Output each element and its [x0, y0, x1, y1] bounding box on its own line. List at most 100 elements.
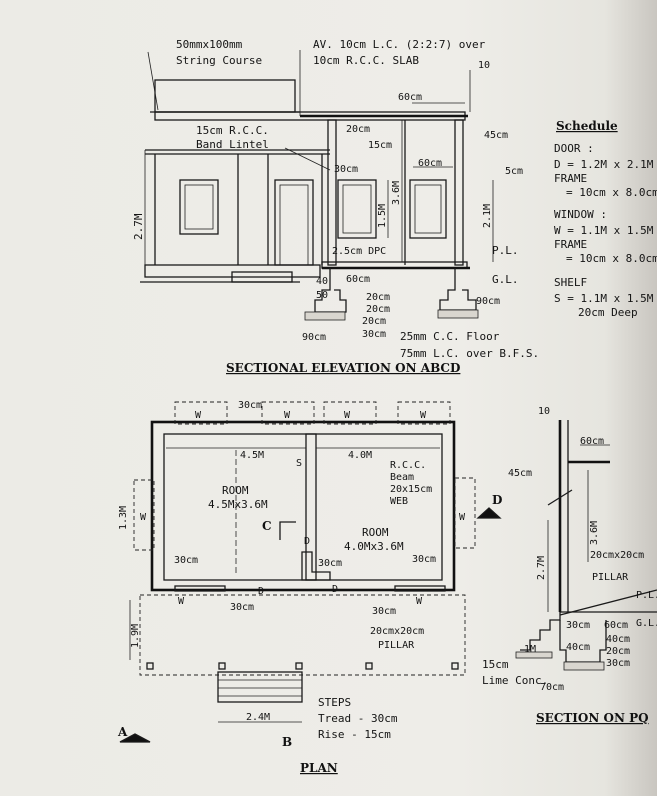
pillar	[365, 662, 373, 670]
title-sectional-elevation: SECTIONAL ELEVATION ON ABCD	[226, 361, 460, 375]
plan-dim-30cm-b: 30cm	[318, 558, 342, 569]
dim-f60: 60cm	[346, 274, 370, 285]
sectional-elevation: 50mmx100mm String Course AV. 10cm L.C. (…	[132, 38, 539, 375]
pq-pillar-label: PILLAR	[592, 572, 629, 583]
plan-dim-30cm-e: 30cm	[372, 606, 396, 617]
plan-section-c: C	[262, 519, 272, 533]
plan-section-b: B	[282, 735, 292, 749]
plan-door-1: D	[304, 536, 310, 547]
plan-section-d: D	[492, 493, 502, 507]
plan-shelf	[301, 551, 331, 581]
dim-30cm: 30cm	[334, 164, 358, 175]
plan-room1: ROOM	[222, 484, 249, 497]
label-gl: G.L.	[492, 273, 519, 286]
pq-dim-15cm: 15cm	[482, 658, 509, 671]
title-plan: PLAN	[300, 761, 338, 775]
pq-dim-70cm: 70cm	[540, 682, 564, 693]
schedule-shelf: SHELF	[554, 276, 587, 289]
plan-room2-size: 4.0Mx3.6M	[344, 540, 404, 553]
schedule: Schedule DOOR : D = 1.2M x 2.1M FRAME = …	[554, 119, 657, 319]
dim-f20a: 20cm	[366, 292, 390, 303]
pq-dim-45cm: 45cm	[508, 468, 532, 479]
dim-2-7m: 2.7M	[132, 213, 145, 240]
plan-door-3: D	[258, 586, 264, 597]
label-slab-2: 10cm R.C.C. SLAB	[313, 54, 419, 67]
plan-shelf-label: S	[296, 458, 302, 469]
label-dpc: 2.5cm DPC	[332, 246, 386, 257]
plan-tread: Tread - 30cm	[318, 712, 398, 725]
plan-room1-size: 4.5Mx3.6M	[208, 498, 268, 511]
plan-window-3: W	[344, 410, 351, 421]
dim-1-5m: 1.5M	[377, 204, 388, 228]
dim-60cm: 60cm	[398, 92, 422, 103]
pq-gl: G.L.	[636, 618, 657, 629]
window-right	[409, 179, 447, 239]
label-band-1: 15cm R.C.C.	[196, 124, 269, 137]
plan-window-1: W	[195, 410, 202, 421]
schedule-window-size: W = 1.1M x 1.5M	[554, 224, 654, 237]
plan-window-right: W	[459, 512, 466, 523]
dim-10: 10	[478, 60, 490, 71]
plan-window-4: W	[420, 410, 427, 421]
plan-beam-2: Beam	[390, 472, 414, 483]
plan-dim-2-4m: 2.4M	[246, 712, 270, 723]
dim-5cm: 5cm	[505, 166, 523, 177]
dim-f40: 40	[316, 276, 328, 287]
partition-wall	[305, 433, 317, 581]
foundation-right	[439, 268, 477, 311]
section-corner-c	[279, 521, 296, 540]
plan-room2: ROOM	[362, 526, 389, 539]
plan-dim-30cm-c: 30cm	[412, 554, 436, 565]
pq-dim-1m: 1M	[524, 644, 536, 655]
dim-45cm: 45cm	[484, 130, 508, 141]
pq-dim-f60: 60cm	[604, 620, 628, 631]
schedule-shelf-deep: 20cm Deep	[578, 306, 638, 319]
plan-steps	[217, 671, 303, 703]
plan-pillar-label: PILLAR	[378, 640, 415, 651]
parapet-wall	[154, 79, 296, 113]
dim-2-1m: 2.1M	[482, 204, 493, 228]
pq-steps	[520, 612, 561, 651]
plan-rise: Rise - 15cm	[318, 728, 391, 741]
dim-60cm-b: 60cm	[418, 158, 442, 169]
pq-dim-3-6m: 3.6M	[589, 521, 600, 545]
pq-dim-2-7m: 2.7M	[536, 556, 547, 580]
pillar	[218, 662, 226, 670]
pq-pillar-size: 20cmx20cm	[590, 550, 644, 561]
label-string-course-2: String Course	[176, 54, 262, 67]
dim-f90a: 90cm	[302, 332, 326, 343]
dim-f90b: 90cm	[476, 296, 500, 307]
plan-beam-3: 20x15cm	[390, 484, 432, 495]
dim-15cm: 15cm	[368, 140, 392, 151]
outer-wall	[150, 420, 456, 592]
pq-dim-f30b: 30cm	[606, 658, 630, 669]
plan-pillar-size: 20cmx20cm	[370, 626, 424, 637]
pillar	[146, 662, 154, 670]
label-band-2: Band Lintel	[196, 138, 269, 151]
label-slab-1: AV. 10cm L.C. (2:2:7) over	[313, 38, 486, 51]
section-pq: 10 60cm 45cm 3.6M 2.7M 20cmx20cm PILLAR …	[482, 406, 657, 725]
schedule-window: WINDOW :	[554, 208, 607, 221]
schedule-door: DOOR :	[554, 142, 594, 155]
schedule-door-size: D = 1.2M x 2.1M	[554, 158, 654, 171]
label-pl: P.L.	[492, 244, 519, 257]
dim-f20b: 20cm	[366, 304, 390, 315]
pq-lime-conc: Lime Conc.	[482, 674, 548, 687]
window-section	[337, 179, 377, 239]
schedule-window-frame: FRAME	[554, 238, 587, 251]
plan-dim-30cm-top: 30cm	[238, 400, 262, 411]
pq-pl: P.L.	[636, 590, 657, 601]
door-left	[274, 179, 314, 266]
pq-dim-f30: 30cm	[566, 620, 590, 631]
window-left	[179, 179, 219, 235]
plan-view: W W W W W W W W 30cm 4.5M 4.0M S ROOM 4.…	[117, 400, 502, 775]
inner-wall	[163, 433, 443, 581]
label-string-course: 50mmx100mm	[176, 38, 243, 51]
plan-dim-1-3m: 1.3M	[118, 506, 129, 530]
pq-dim-f40b: 40cm	[606, 634, 630, 645]
pillar	[295, 662, 303, 670]
pq-dim-60cm: 60cm	[580, 436, 604, 447]
plan-window-left: W	[140, 512, 147, 523]
